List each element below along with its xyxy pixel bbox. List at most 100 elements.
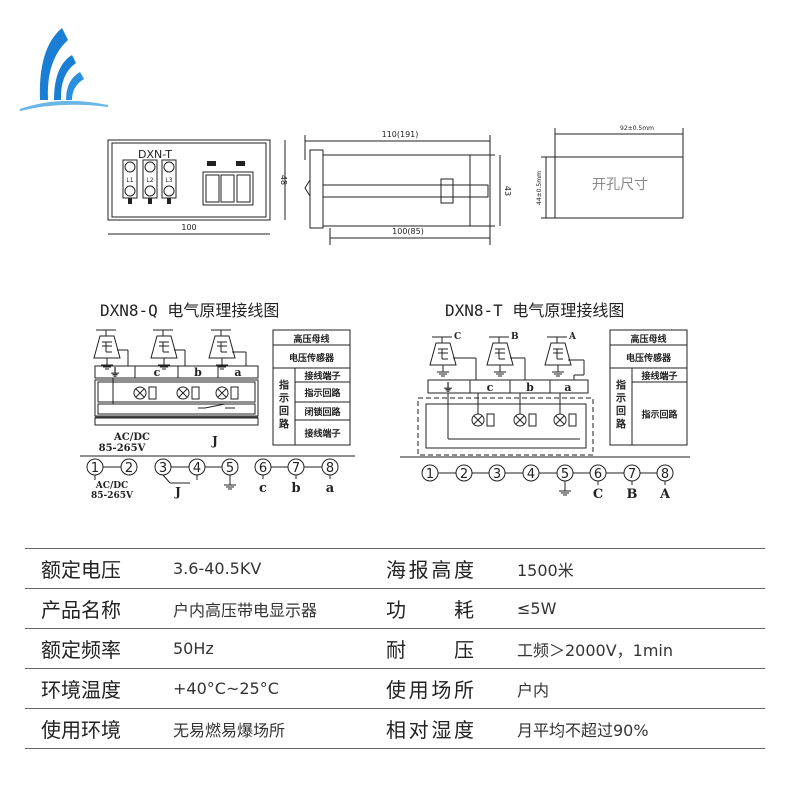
terminal-strip-label: b	[194, 366, 202, 379]
phase-label: B	[511, 332, 519, 342]
terminal-number: 8	[326, 461, 334, 476]
spec-row: 产品名称户内高压带电显示器功耗≤5W	[25, 588, 765, 628]
terminal-1	[421, 464, 439, 482]
legend-sensor: 电压传感器	[626, 352, 672, 364]
spec-value: 工频＞2000V，1min	[517, 640, 674, 660]
terminal-strip	[427, 379, 589, 394]
terminal-phase-label: b	[291, 481, 300, 496]
terminal-phase-label: C	[593, 487, 603, 502]
legend-busbar: 高压母线	[293, 333, 329, 345]
spec-label: 相对湿度	[386, 718, 474, 742]
indicator-module-boundary	[417, 397, 594, 456]
legend-item: 指示回路	[304, 387, 341, 399]
relay-label: J	[211, 434, 218, 448]
bottom-supply-range: 85-265V	[91, 491, 134, 501]
indicator-lamp-icon	[215, 386, 229, 400]
legend-busbar: 高压母线	[630, 333, 666, 345]
side-length-dim: 110(191)	[382, 130, 419, 139]
resistor-icon	[191, 386, 200, 400]
resistor-icon	[148, 386, 157, 400]
spec-value: 50Hz	[173, 639, 214, 658]
spec-label: 海报高度	[386, 558, 474, 582]
cutout-label: 开孔尺寸	[592, 177, 648, 193]
terminal-number: 1	[91, 461, 99, 476]
supply-range-label: 85-265V	[99, 443, 146, 454]
terminal-number: 3	[493, 467, 501, 482]
terminal-number: 8	[661, 467, 669, 482]
voltage-sensor-icon	[208, 335, 236, 359]
indicator-lamp-icon	[176, 386, 190, 400]
terminal-strip-label: ⏚	[110, 366, 121, 379]
lamp-label: L2	[146, 177, 153, 184]
spec-value: 无易燃易爆场所	[173, 720, 286, 740]
terminal-number: 6	[594, 467, 602, 482]
spec-value: ≤5W	[517, 599, 557, 618]
legend-item: 接线端子	[304, 428, 340, 440]
side-view-drawing: 110(191) 43 100(85)	[304, 130, 512, 245]
spec-label: 额定频率	[41, 638, 121, 662]
voltage-sensor-icon	[93, 335, 121, 359]
side-depth-dim: 100(85)	[392, 227, 424, 236]
phase-label: C	[454, 332, 461, 342]
legend-item: 接线端子	[641, 370, 677, 382]
phase-label: A	[568, 332, 577, 342]
bottom-supply-label: AC/DC	[95, 481, 128, 491]
voltage-sensor-icon	[429, 342, 457, 366]
terminal-phase-label: a	[326, 481, 335, 496]
supply-label: AC/DC	[113, 432, 150, 443]
legend-item: 指示回路	[641, 409, 678, 421]
terminal-3	[488, 464, 506, 482]
spec-label: 耐压	[386, 638, 474, 662]
company-logo	[19, 28, 109, 111]
spec-label: 产品名称	[41, 598, 121, 622]
terminal-number: 6	[259, 461, 267, 476]
spec-value: 月平均不超过90%	[517, 720, 649, 740]
legend-item: 闭锁回路	[304, 406, 341, 418]
cutout-height-dim: 44±0.5mm	[536, 171, 543, 205]
front-height-dim: 48	[279, 175, 288, 185]
model-label: DXN-T	[138, 148, 172, 161]
terminal-number: 1	[426, 467, 434, 482]
terminal-strip-label: c	[487, 381, 494, 394]
terminal-number: 5	[226, 461, 234, 476]
terminal-phase-label: c	[259, 481, 267, 496]
spec-label: 使用场所	[386, 678, 474, 702]
front-width-dim: 100	[181, 223, 196, 232]
lamp-label: L1	[126, 177, 133, 184]
spec-label: 使用环境	[41, 718, 121, 742]
wiring-title: DXN8-Q 电气原理接线图	[100, 301, 279, 320]
indicator-lamp-icon	[133, 386, 147, 400]
terminal-phase-label: A	[659, 487, 671, 502]
terminal-strip-label: c	[154, 366, 161, 379]
wiring-title: DXN8-T 电气原理接线图	[445, 301, 624, 320]
terminal-number: 2	[460, 467, 468, 482]
terminal-strip-label: a	[234, 366, 241, 379]
spec-row: 额定频率 50Hz 耐压 工频＞2000V，1min	[25, 628, 765, 668]
spec-value: 1500米	[517, 560, 574, 580]
resistor-icon	[528, 413, 537, 427]
terminal-strip-label: a	[564, 381, 571, 394]
voltage-sensor-icon	[150, 335, 178, 359]
voltage-sensor-icon	[544, 342, 572, 366]
terminal-strip-bottom	[94, 417, 259, 426]
legend-item: 接线端子	[304, 370, 340, 382]
spec-value: +40°C~25°C	[173, 679, 279, 698]
terminal-strip	[94, 365, 259, 379]
legend-group: 指示回路	[279, 379, 290, 431]
resistor-icon	[568, 413, 577, 427]
terminal-number: 4	[527, 467, 535, 482]
terminal-2	[455, 464, 473, 482]
legend-table	[609, 329, 688, 446]
legend-group: 指示回路	[616, 379, 627, 431]
spec-label: 环境温度	[41, 678, 121, 702]
terminal-number: 4	[193, 461, 201, 476]
cutout-width-dim: 92±0.5mm	[620, 125, 654, 132]
terminal-2	[120, 458, 138, 476]
spec-row: 使用环境 无易燃易爆场所 相对湿度 月平均不超过90%	[25, 708, 765, 749]
bottom-relay-label: J	[174, 485, 181, 499]
terminal-number: 7	[628, 467, 636, 482]
